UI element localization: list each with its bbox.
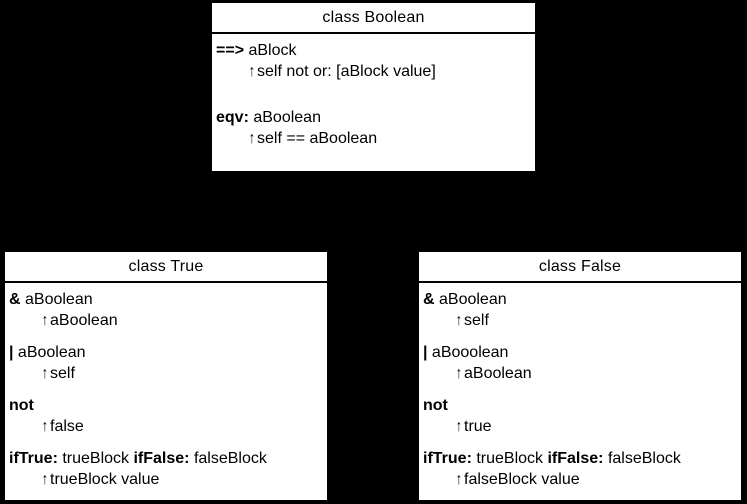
class-body-false: & aBoolean ↑self | aBooolean ↑aBoolean n… <box>419 283 741 490</box>
return-arrow-icon: ↑ <box>248 63 256 80</box>
method-return: ↑aBoolean <box>41 312 118 329</box>
class-box-boolean: class Boolean ==> aBlock ↑self not or: [… <box>210 1 537 173</box>
method-selector: & aBoolean <box>423 291 507 308</box>
method-selector: eqv: aBoolean <box>216 109 321 126</box>
method-or-block: ==> aBlock ↑self not or: [aBlock value] <box>216 40 531 82</box>
return-arrow-icon: ↑ <box>41 312 49 329</box>
return-arrow-icon: ↑ <box>41 418 49 435</box>
class-body-boolean: ==> aBlock ↑self not or: [aBlock value] … <box>212 34 535 149</box>
return-arrow-icon: ↑ <box>41 471 49 488</box>
return-arrow-icon: ↑ <box>455 312 463 329</box>
method-selector: | aBooolean <box>423 344 509 361</box>
method-selector: not <box>9 397 34 414</box>
method-return: ↑self == aBoolean <box>248 130 378 147</box>
method-selector: ifTrue: trueBlock ifFalse: falseBlock <box>9 450 267 467</box>
method-iftrue-iffalse: ifTrue: trueBlock ifFalse: falseBlock ↑t… <box>9 448 323 490</box>
method-return: ↑trueBlock value <box>41 471 160 488</box>
method-selector: not <box>423 397 448 414</box>
class-box-true: class True & aBoolean ↑aBoolean | aBoole… <box>3 250 329 502</box>
method-eqv: eqv: aBoolean ↑self == aBoolean <box>216 107 531 149</box>
method-and: & aBoolean ↑aBoolean <box>9 289 323 331</box>
class-title-true: class True <box>5 252 327 283</box>
method-not: not ↑false <box>9 395 323 437</box>
return-arrow-icon: ↑ <box>455 418 463 435</box>
class-title-false: class False <box>419 252 741 283</box>
method-return: ↑self <box>455 312 489 329</box>
method-return: ↑true <box>455 418 492 435</box>
method-selector: & aBoolean <box>9 291 93 308</box>
method-return: ↑self <box>41 365 75 382</box>
method-return: ↑falseBlock value <box>455 471 580 488</box>
method-not: not ↑true <box>423 395 737 437</box>
return-arrow-icon: ↑ <box>455 471 463 488</box>
method-return: ↑self not or: [aBlock value] <box>248 63 436 80</box>
method-selector: ==> aBlock <box>216 42 297 59</box>
method-selector: ifTrue: trueBlock ifFalse: falseBlock <box>423 450 681 467</box>
method-or: | aBoolean ↑self <box>9 342 323 384</box>
method-or: | aBooolean ↑aBoolean <box>423 342 737 384</box>
method-return: ↑aBoolean <box>455 365 532 382</box>
class-box-false: class False & aBoolean ↑self | aBooolean… <box>417 250 743 502</box>
return-arrow-icon: ↑ <box>455 365 463 382</box>
class-body-true: & aBoolean ↑aBoolean | aBoolean ↑self no… <box>5 283 327 490</box>
method-return: ↑false <box>41 418 84 435</box>
method-and: & aBoolean ↑self <box>423 289 737 331</box>
method-iftrue-iffalse: ifTrue: trueBlock ifFalse: falseBlock ↑f… <box>423 448 737 490</box>
class-title-boolean: class Boolean <box>212 3 535 34</box>
method-selector: | aBoolean <box>9 344 86 361</box>
return-arrow-icon: ↑ <box>248 130 256 147</box>
return-arrow-icon: ↑ <box>41 365 49 382</box>
